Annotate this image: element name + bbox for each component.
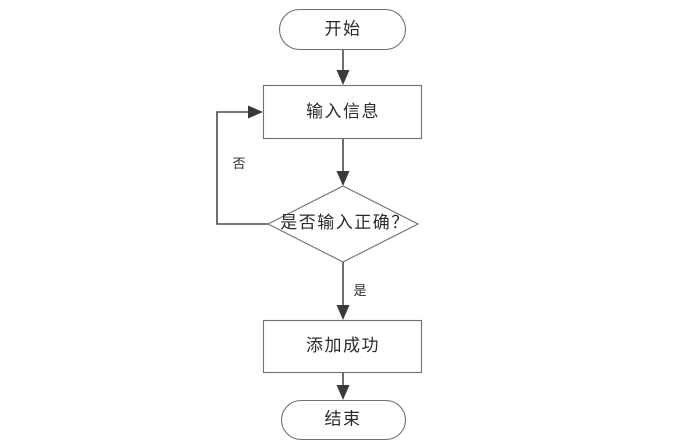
edge-success-to-end — [336, 372, 350, 400]
node-end-label: 结束 — [325, 409, 362, 428]
node-decision-shape — [266, 185, 420, 263]
node-input-shape — [262, 84, 423, 140]
node-success-shape — [262, 319, 423, 374]
arrow-head-icon — [336, 305, 350, 320]
node-success-label: 添加成功 — [306, 336, 380, 355]
edge-label-yes: 是 — [353, 283, 366, 298]
node-input[interactable]: 输入信息 — [262, 84, 423, 140]
node-end[interactable]: 结束 — [280, 399, 407, 441]
node-start-shape — [278, 8, 407, 51]
node-start[interactable]: 开始 — [278, 8, 407, 51]
node-decision-label: 是否输入正确？ — [280, 213, 410, 232]
node-decision[interactable]: 是否输入正确？ — [266, 185, 420, 263]
edge-decision-yes-to-success — [336, 262, 350, 320]
edge-start-to-input — [336, 49, 350, 85]
arrow-head-icon — [248, 105, 263, 119]
node-input-label: 输入信息 — [306, 102, 380, 121]
arrow-head-icon — [336, 171, 350, 186]
node-end-shape — [280, 399, 407, 441]
edge-label-no: 否 — [232, 156, 245, 171]
node-start-label: 开始 — [325, 19, 362, 38]
arrow-head-icon — [336, 70, 350, 85]
edge-input-to-decision — [336, 139, 350, 186]
edge-decision-no-to-input — [216, 105, 268, 225]
node-success[interactable]: 添加成功 — [262, 319, 423, 374]
arrow-head-icon — [336, 385, 350, 400]
